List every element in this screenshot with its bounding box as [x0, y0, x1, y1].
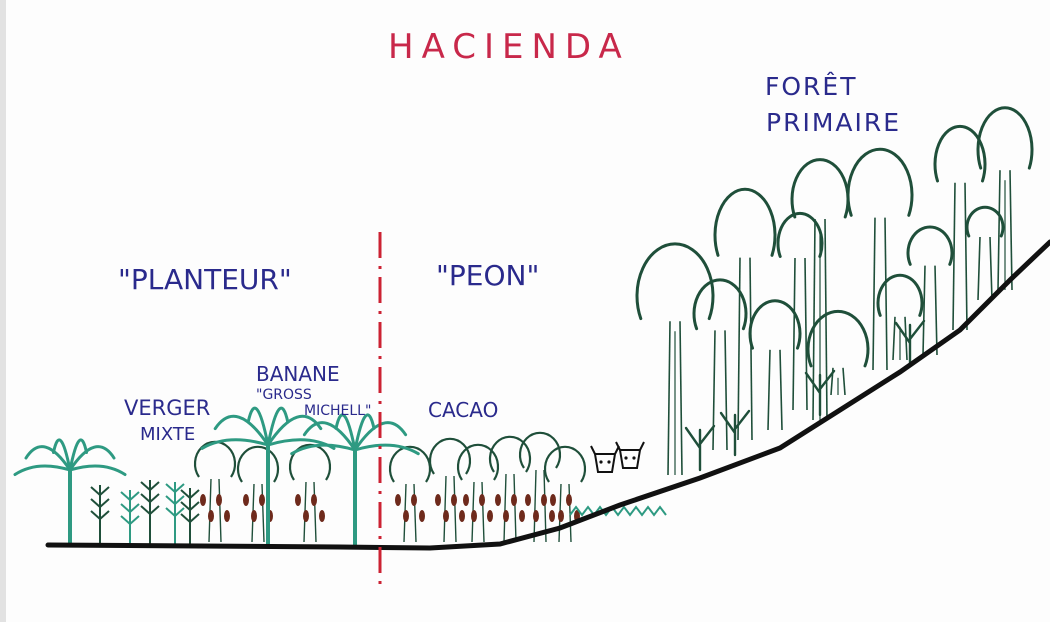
cacao-tree	[388, 445, 432, 543]
cacao-trees	[193, 431, 587, 543]
cow-head	[615, 441, 645, 469]
forest-tree	[692, 278, 748, 451]
primary-forest-trees	[635, 106, 1034, 476]
cacao-pod	[216, 494, 222, 506]
cacao-pod	[550, 494, 556, 506]
cacao-pod	[411, 494, 417, 506]
forest-tree	[933, 124, 987, 331]
cacao-pod	[200, 494, 206, 506]
banana-palm	[13, 438, 127, 545]
cacao-pod	[541, 494, 547, 506]
forest-shrub	[894, 319, 926, 367]
forest-tree	[876, 273, 924, 361]
label-banane: BANANE	[256, 362, 340, 386]
forest-tree	[806, 309, 870, 396]
cacao-tree	[428, 437, 472, 543]
cacao-pod	[463, 494, 469, 506]
forest-shrub	[719, 409, 751, 457]
forest-tree	[748, 299, 802, 431]
ground-line	[45, 239, 1050, 551]
banana-palm	[200, 406, 336, 545]
cacao-pod	[403, 510, 409, 522]
cacao-pod	[487, 510, 493, 522]
cacao-pod	[303, 510, 309, 522]
label-mixte: MIXTE	[140, 424, 196, 445]
zone-label-planteur: "PLANTEUR"	[118, 263, 292, 296]
cacao-tree	[488, 435, 532, 543]
forest-tree	[846, 147, 914, 371]
orchard-plant	[120, 490, 140, 545]
cacao-pod	[208, 510, 214, 522]
label-cacao: CACAO	[428, 398, 499, 422]
forest-shrub	[684, 424, 716, 472]
cacao-pod	[224, 510, 230, 522]
pasture-grass	[569, 505, 667, 517]
cacao-pod	[435, 494, 441, 506]
forest-shrub	[804, 369, 836, 417]
cacao-pod	[479, 494, 485, 506]
orchard-plant	[165, 482, 185, 545]
forest-tree	[635, 242, 715, 476]
label-gross: "GROSS	[256, 387, 312, 403]
forest-tree	[713, 187, 777, 441]
orchard-plant	[180, 488, 200, 545]
cacao-pod	[471, 510, 477, 522]
cacao-tree	[456, 443, 500, 543]
cacao-pod	[319, 510, 325, 522]
banana-palm	[290, 413, 420, 545]
cacao-pod	[243, 494, 249, 506]
cacao-pod	[549, 510, 555, 522]
cacao-pod	[451, 494, 457, 506]
label-primaire: PRIMAIRE	[766, 108, 902, 137]
cacao-tree	[236, 445, 280, 543]
cacao-pod	[503, 510, 509, 522]
zone-label-peon: "PEON"	[436, 259, 540, 292]
diagram-title: HACIENDA	[388, 27, 630, 67]
paper-edge	[0, 0, 6, 622]
cow-head	[590, 445, 620, 473]
cacao-pod	[511, 494, 517, 506]
orchard-plant	[140, 480, 160, 545]
cacao-tree	[543, 445, 587, 543]
forest-tree	[976, 106, 1034, 291]
cattle-heads	[569, 441, 667, 517]
cacao-pod	[533, 510, 539, 522]
cacao-pod	[443, 510, 449, 522]
cacao-pod	[525, 494, 531, 506]
mixed-orchard-plants	[90, 480, 200, 545]
label-michell: MICHELL"	[304, 403, 372, 419]
cacao-pod	[251, 510, 257, 522]
cacao-pod	[295, 494, 301, 506]
cacao-tree	[288, 443, 332, 543]
cacao-pod	[419, 510, 425, 522]
cacao-pod	[519, 510, 525, 522]
cacao-pod	[566, 494, 572, 506]
banana-palms	[13, 406, 420, 545]
forest-tree	[965, 205, 1005, 301]
forest-tree	[776, 212, 824, 411]
label-verger: VERGER	[124, 396, 211, 420]
cacao-pod	[459, 510, 465, 522]
cacao-tree	[193, 440, 237, 543]
label-foret: FORÊT	[765, 72, 858, 101]
cacao-pod	[259, 494, 265, 506]
orchard-plant	[90, 485, 110, 545]
cacao-pod	[311, 494, 317, 506]
forest-tree	[906, 225, 954, 356]
cacao-pod	[495, 494, 501, 506]
cacao-pod	[558, 510, 564, 522]
cacao-pod	[395, 494, 401, 506]
